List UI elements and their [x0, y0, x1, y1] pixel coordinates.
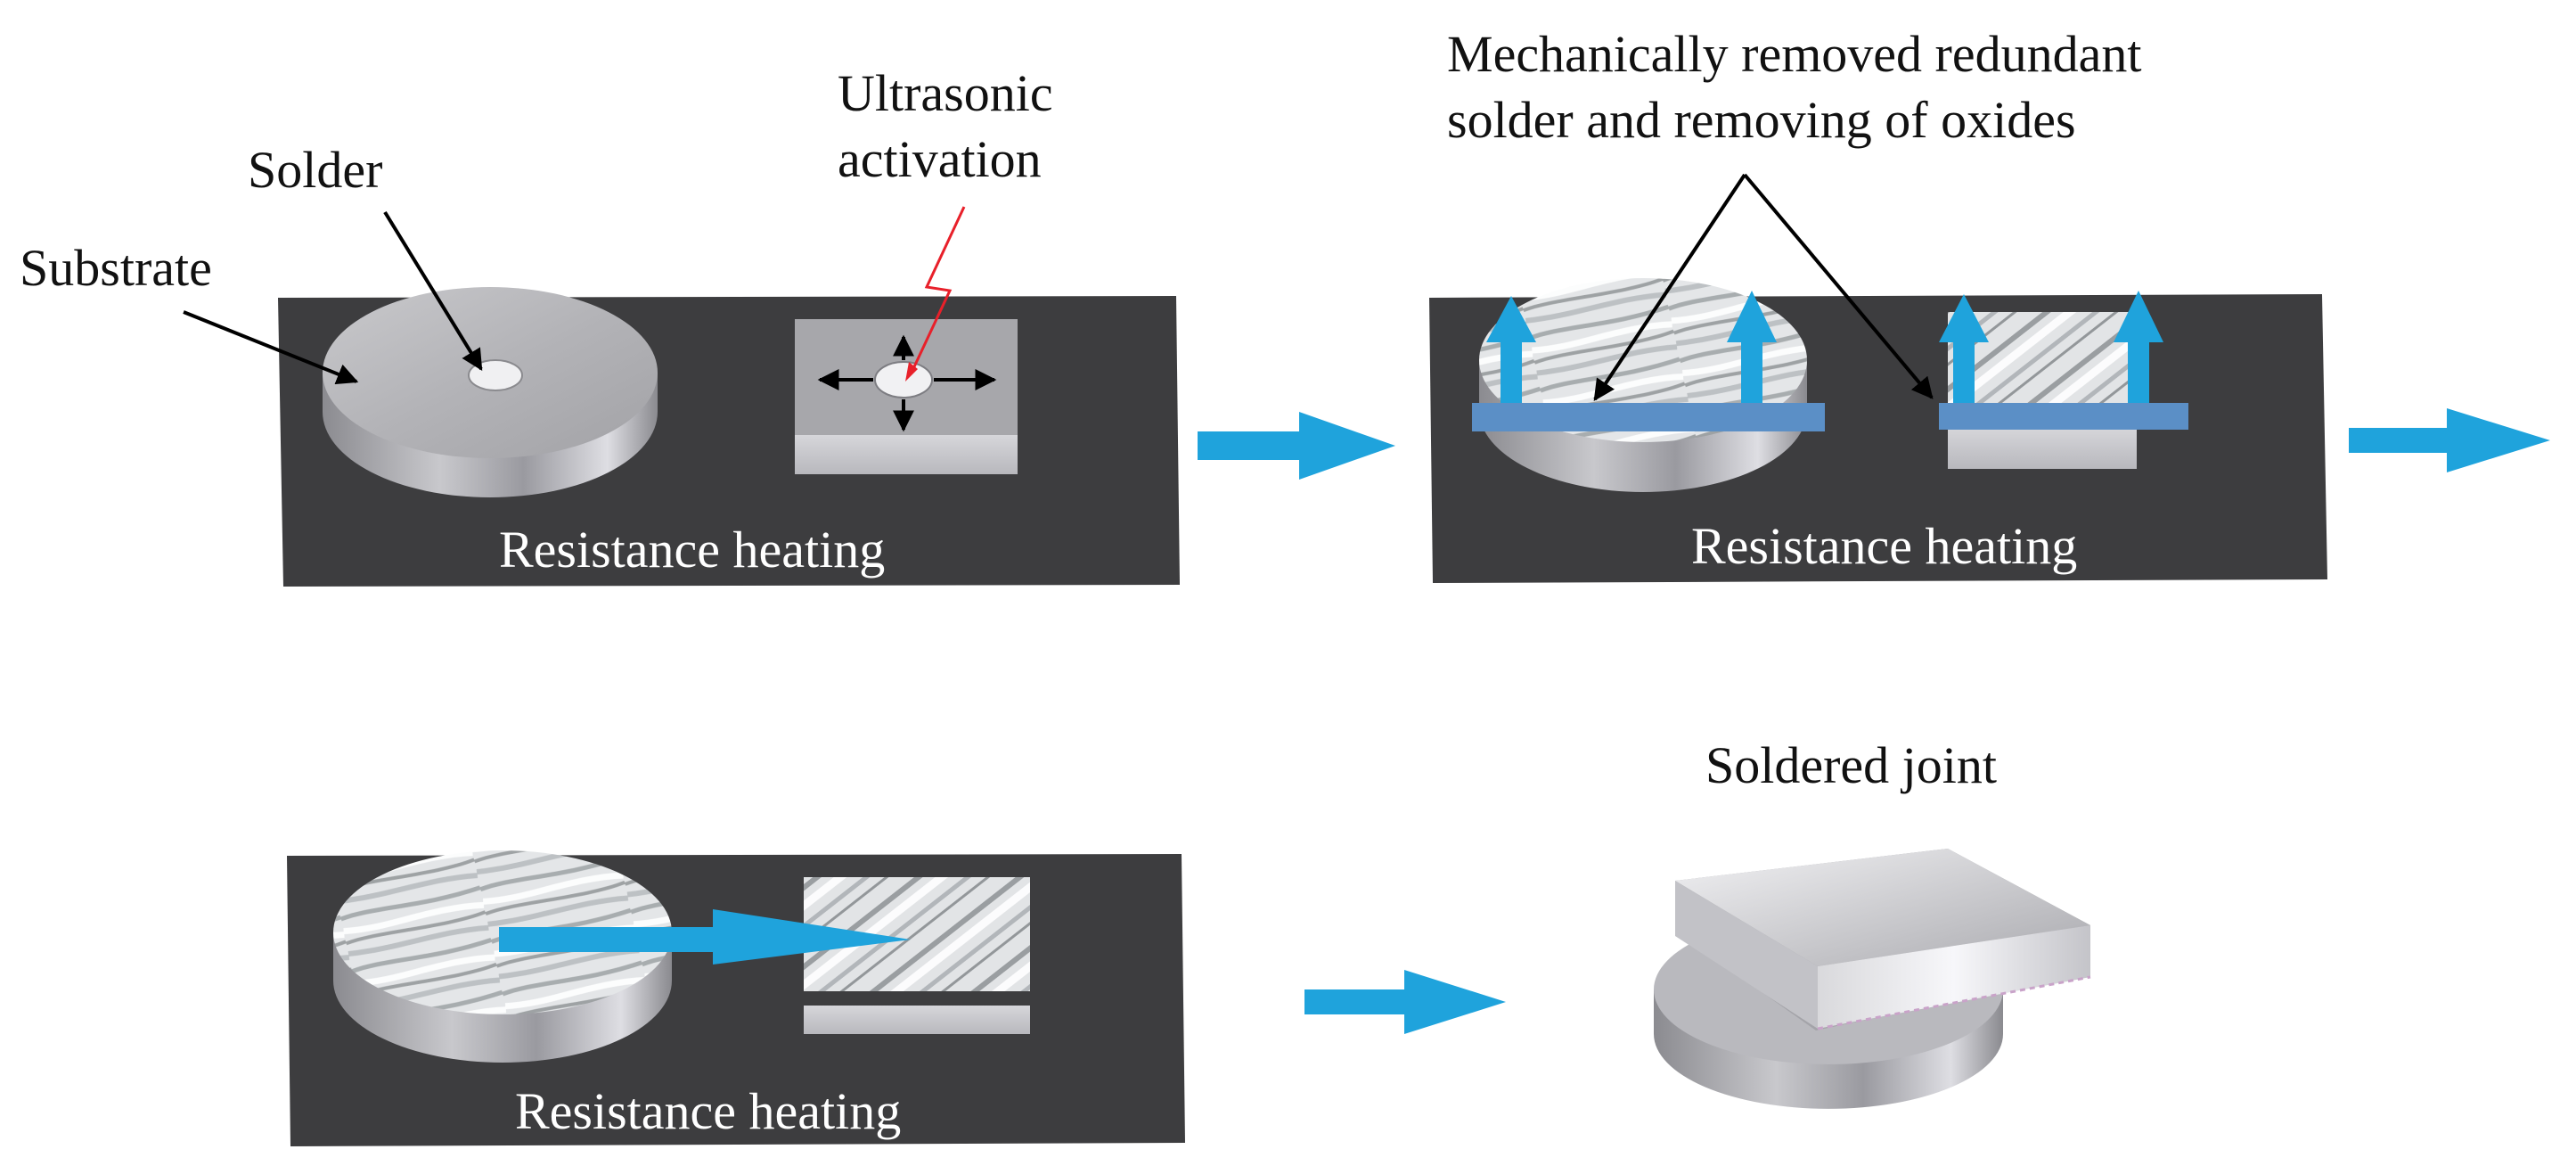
- ultrasonic-label-line1: Ultrasonic: [838, 64, 1053, 122]
- panel-placement: Resistance heating: [287, 850, 1185, 1146]
- removal-note-line1: Mechanically removed redundant: [1447, 25, 2141, 83]
- lift-arrows: [1486, 291, 2163, 403]
- flow-arrow-2: [2349, 408, 2550, 472]
- substrate-pointer: [183, 310, 359, 385]
- joint-block: [1675, 849, 2091, 1030]
- panel-soldered-joint: Soldered joint: [1654, 736, 2091, 1109]
- panel-initial-setup: Substrate Solder Ultrasonic activation R…: [20, 64, 1180, 587]
- removal-note-line2: solder and removing of oxides: [1447, 91, 2076, 149]
- panel-removal: Mechanically removed redundant solder an…: [1429, 25, 2327, 583]
- square-block: [795, 319, 1018, 474]
- placement-arrow: [499, 909, 911, 965]
- streaked-block: [804, 877, 1030, 1034]
- substrate-disc: [323, 287, 658, 497]
- flow-arrow-3: [1304, 970, 1506, 1034]
- scraper-bar-right: [1939, 403, 2188, 430]
- note-pointer-left: [1593, 173, 1746, 401]
- ultrasonic-label-line2: activation: [838, 130, 1042, 188]
- scraper-bar-left: [1472, 403, 1825, 431]
- solder-label: Solder: [248, 141, 382, 199]
- substrate-label: Substrate: [20, 239, 212, 297]
- soldered-joint-title: Soldered joint: [1705, 736, 1997, 794]
- plate-label-3: Resistance heating: [515, 1082, 901, 1140]
- plate-label-1: Resistance heating: [499, 521, 885, 579]
- plate-label-2: Resistance heating: [1691, 517, 2077, 575]
- flow-arrow-1: [1198, 412, 1395, 480]
- solder-pointer: [383, 210, 483, 372]
- note-pointer-right: [1743, 173, 1934, 399]
- ultrasonic-activation-line: [909, 206, 966, 375]
- activation-spot: [874, 361, 933, 398]
- streaked-disc: [333, 850, 672, 1063]
